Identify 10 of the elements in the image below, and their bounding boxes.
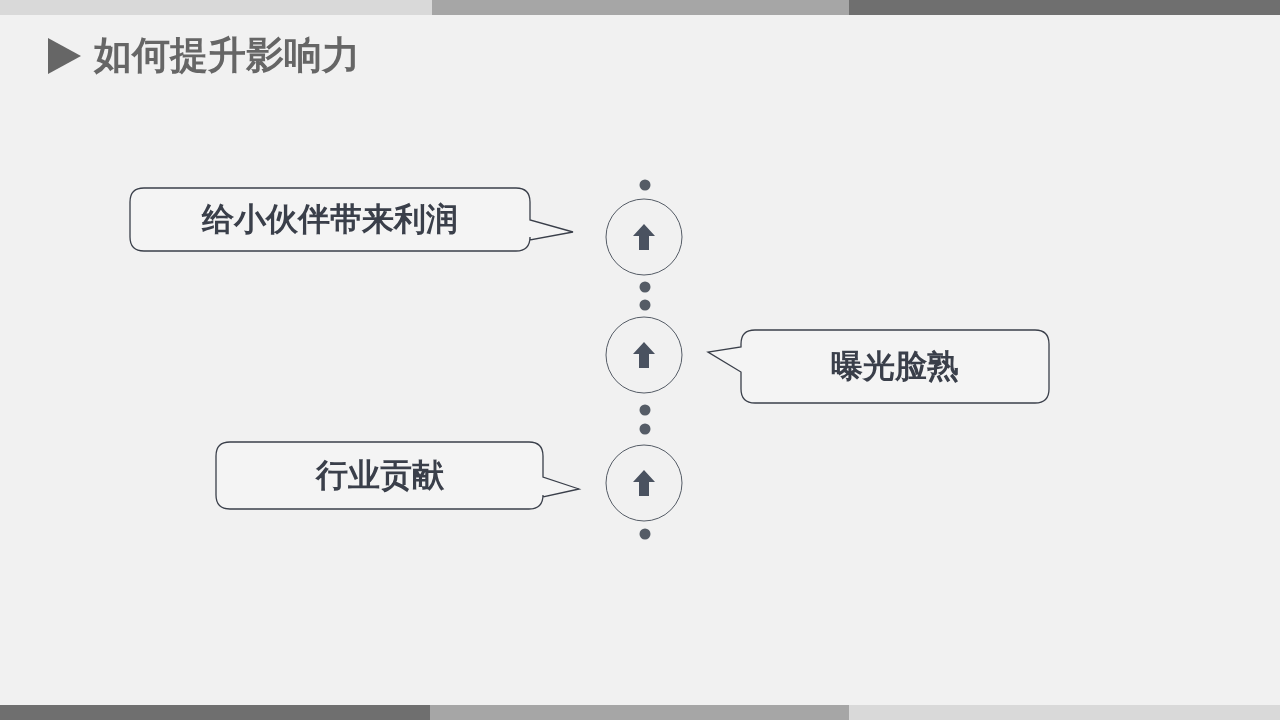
bubble-text: 给小伙伴带来利润 [202, 198, 458, 240]
circle [605, 198, 683, 276]
title: 如何提升影响力 [94, 32, 360, 79]
circle [605, 444, 683, 522]
speech-bubble [215, 441, 580, 510]
circle [605, 316, 683, 394]
speech-bubble [129, 187, 574, 252]
bubble-text: 曝光脸熟 [831, 345, 959, 387]
speech-bubble [707, 329, 1050, 404]
bubble-text: 行业贡献 [315, 454, 444, 496]
